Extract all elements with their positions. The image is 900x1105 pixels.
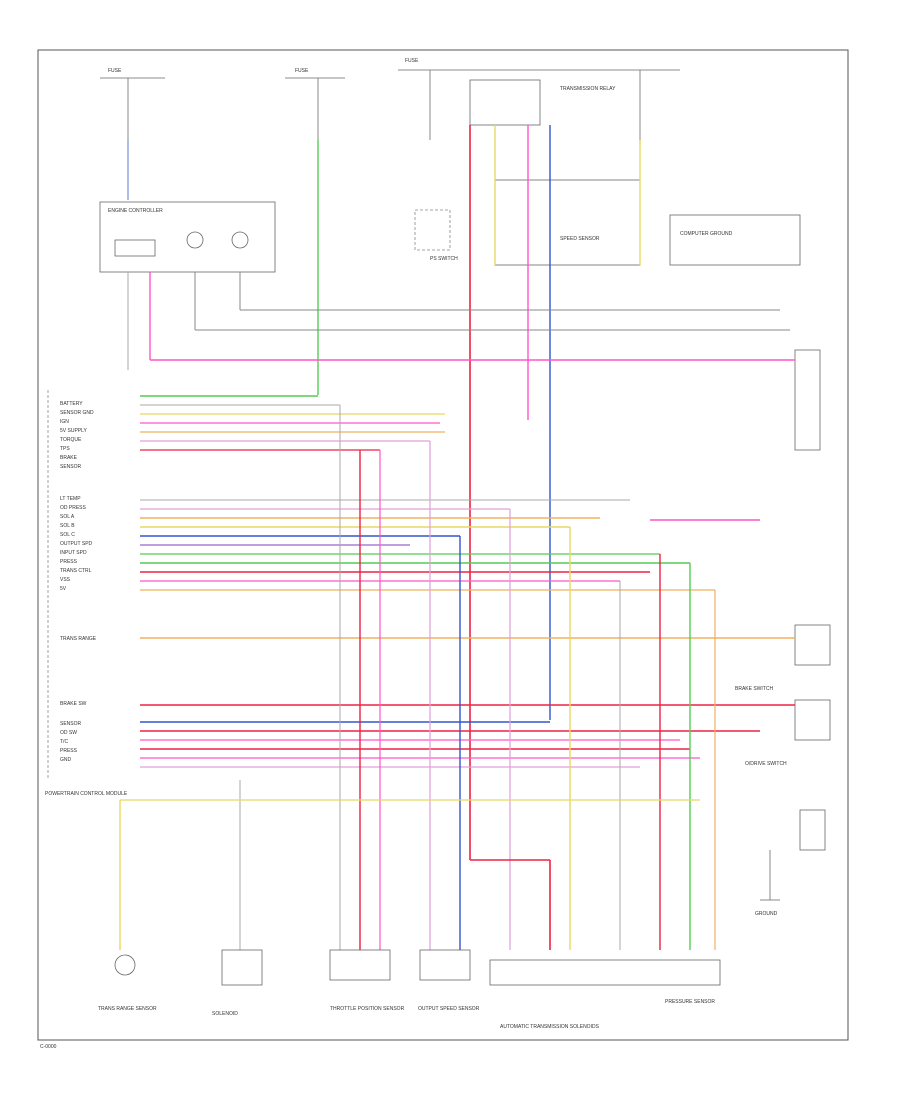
bottom-components: TRANS RANGE SENSOR SOLENOID THROTTLE POS… — [98, 949, 721, 1030]
brake-switch-box — [794, 624, 831, 666]
svg-text:OUTPUT SPEED SENSOR: OUTPUT SPEED SENSOR — [418, 1006, 480, 1012]
computer-ground-box: COMPUTER GROUND — [669, 214, 801, 266]
svg-text:TORQUE: TORQUE — [60, 437, 82, 443]
svg-text:BATTERY: BATTERY — [60, 401, 83, 407]
o-drive-switch-label: O/DRIVE SWITCH — [745, 761, 787, 767]
svg-text:5V: 5V — [60, 586, 67, 592]
svg-text:GROUND: GROUND — [755, 911, 778, 917]
svg-text:INPUT SPD: INPUT SPD — [60, 550, 87, 556]
fuse-block-2: FUSE — [285, 68, 345, 140]
svg-text:COMPUTER GROUND: COMPUTER GROUND — [680, 231, 733, 237]
svg-text:TRANS RANGE SENSOR: TRANS RANGE SENSOR — [98, 1006, 157, 1012]
svg-text:PRESS: PRESS — [60, 748, 78, 754]
svg-text:SENSOR: SENSOR — [60, 721, 82, 727]
horizontal-wires — [140, 309, 795, 768]
svg-text:BRAKE: BRAKE — [60, 455, 78, 461]
svg-text:PRESS: PRESS — [60, 559, 78, 565]
svg-text:FUSE: FUSE — [108, 68, 122, 74]
lower-wire-drops — [119, 405, 716, 950]
brake-switch-label: BRAKE SWITCH — [735, 686, 773, 692]
svg-text:LT TEMP: LT TEMP — [60, 496, 81, 502]
svg-text:SOL A: SOL A — [60, 514, 75, 520]
svg-text:SENSOR GND: SENSOR GND — [60, 410, 94, 416]
connector-right-1 — [794, 349, 821, 451]
svg-text:TRANS RANGE: TRANS RANGE — [60, 636, 97, 642]
svg-text:TPS: TPS — [60, 446, 70, 452]
svg-text:PRESSURE SENSOR: PRESSURE SENSOR — [665, 999, 715, 1005]
svg-text:FUSE: FUSE — [295, 68, 309, 74]
engine-controller-box: ENGINE CONTROLLER — [99, 201, 276, 273]
svg-text:5V SUPPLY: 5V SUPPLY — [60, 428, 88, 434]
svg-text:TRANS CTRL: TRANS CTRL — [60, 568, 92, 574]
svg-text:SOL B: SOL B — [60, 523, 75, 529]
svg-text:TRANSMISSION RELAY: TRANSMISSION RELAY — [560, 86, 616, 92]
sensor-box-top: SPEED SENSOR — [494, 179, 641, 266]
svg-text:BRAKE SW: BRAKE SW — [60, 701, 87, 707]
svg-text:T/C: T/C — [60, 739, 68, 745]
connector-right-2 — [799, 809, 826, 851]
pcm-pin-labels: BATTERY SENSOR GND IGN 5V SUPPLY TORQUE … — [60, 401, 97, 763]
page-code: C-0000 — [40, 1044, 57, 1050]
svg-text:OD SW: OD SW — [60, 730, 77, 736]
vertical-wires — [127, 125, 641, 860]
diagram-frame — [37, 49, 849, 1041]
svg-text:IGN: IGN — [60, 419, 69, 425]
ps-switch: PS SWITCH — [414, 209, 458, 262]
svg-text:SPEED SENSOR: SPEED SENSOR — [560, 236, 600, 242]
svg-text:SENSOR: SENSOR — [60, 464, 82, 470]
ground-symbol: GROUND — [755, 850, 780, 917]
fuse-block-1: FUSE — [100, 68, 165, 200]
svg-text:ENGINE CONTROLLER: ENGINE CONTROLLER — [108, 208, 163, 214]
svg-text:AUTOMATIC TRANSMISSION SOLENOI: AUTOMATIC TRANSMISSION SOLENOIDS — [500, 1024, 600, 1030]
pcm-label: POWERTRAIN CONTROL MODULE — [45, 791, 128, 797]
svg-text:PS SWITCH: PS SWITCH — [430, 256, 458, 262]
fuse-block-3: FUSE — [398, 58, 680, 140]
transmission-relay: TRANSMISSION RELAY — [469, 79, 616, 126]
svg-text:OUTPUT SPD: OUTPUT SPD — [60, 541, 93, 547]
svg-text:SOL C: SOL C — [60, 532, 75, 538]
svg-text:OD PRESS: OD PRESS — [60, 505, 87, 511]
svg-text:FUSE: FUSE — [405, 58, 419, 64]
svg-text:SOLENOID: SOLENOID — [212, 1011, 238, 1017]
svg-text:GND: GND — [60, 757, 72, 763]
o-drive-switch-box — [794, 699, 831, 741]
svg-text:THROTTLE POSITION SENSOR: THROTTLE POSITION SENSOR — [330, 1006, 405, 1012]
svg-text:VSS: VSS — [60, 577, 71, 583]
